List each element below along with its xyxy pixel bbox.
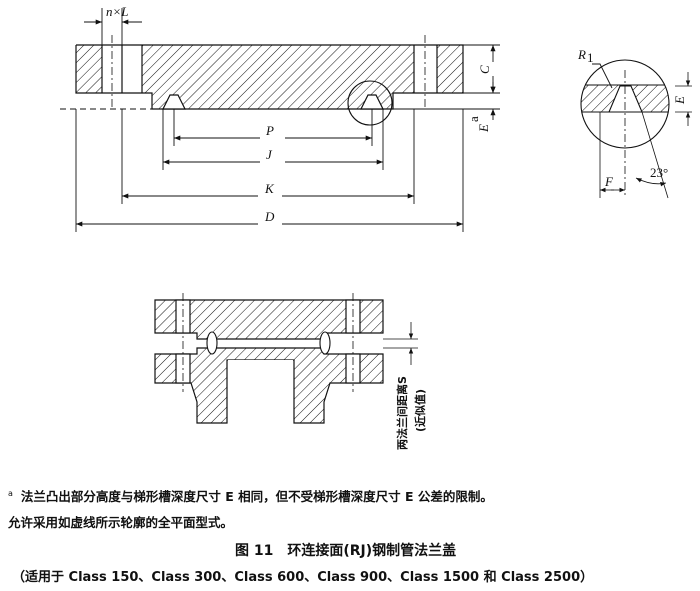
figure-subtitle: （适用于 Class 150、Class 300、Class 600、Class… (12, 570, 594, 585)
label-E-detail: E (672, 96, 687, 105)
label-distance-S: 两法兰间距离S (395, 376, 409, 450)
flange-assembly (154, 293, 418, 424)
dim-nxL (84, 8, 142, 45)
label-C: C (477, 65, 492, 74)
note-full-face: 允许采用如虚线所示轮廓的全平面型式。 (8, 515, 234, 530)
figure-title: 图 11 环连接面(RJ)钢制管法兰盖 (235, 543, 457, 559)
dim-C-E (393, 44, 500, 120)
label-P: P (265, 123, 274, 138)
label-approx: (近似值) (413, 389, 427, 432)
label-nxL: n×L (106, 4, 129, 19)
label-J: J (266, 147, 273, 162)
footnote-text: 法兰凸出部分高度与梯形槽深度尺寸 E 相同，但不受梯形槽深度尺寸 E 公差的限制… (20, 489, 493, 504)
label-K: K (264, 181, 275, 196)
blind-flange-section (60, 35, 480, 126)
footnote: a 法兰凸出部分高度与梯形槽深度尺寸 E 相同，但不受梯形槽深度尺寸 E 公差的限… (8, 486, 493, 505)
label-D: D (264, 209, 275, 224)
label-F: F (604, 174, 614, 189)
ring-groove-detail (580, 59, 692, 199)
footnote-mark: a (8, 488, 13, 498)
label-angle: 23° (650, 165, 668, 180)
label-R1: R (577, 47, 586, 62)
dims-horizontal (75, 109, 464, 232)
label-E-star: E (476, 124, 491, 133)
label-E-sup: a (466, 116, 481, 122)
label-R1-sub: 1 (587, 50, 594, 65)
